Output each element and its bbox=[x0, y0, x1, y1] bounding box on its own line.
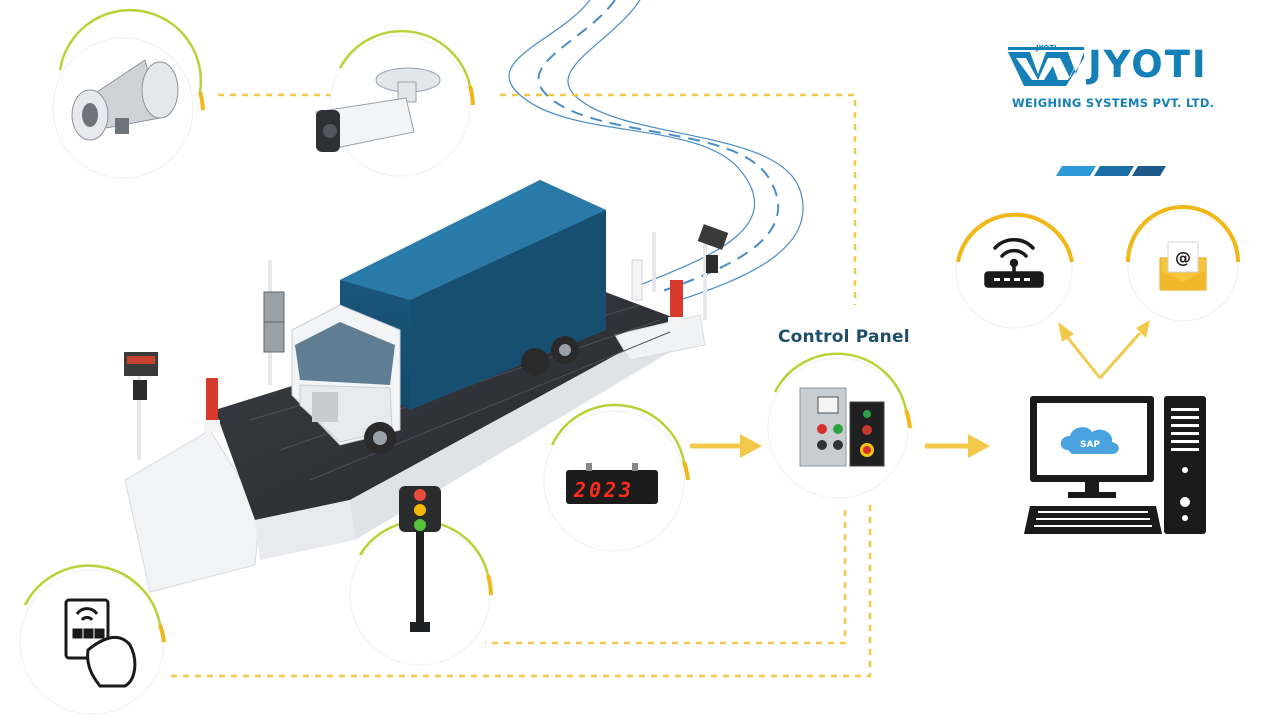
rfid-node bbox=[19, 564, 166, 715]
email-node: @ bbox=[1126, 205, 1240, 322]
router-node bbox=[955, 211, 1074, 329]
sap-label: SAP bbox=[1080, 440, 1100, 450]
company-subtitle: WEIGHING SYSTEMS PVT. LTD. bbox=[1012, 96, 1215, 110]
loudspeaker-icon bbox=[71, 59, 179, 141]
connector-lines bbox=[168, 93, 872, 678]
control-panel-label: Control Panel bbox=[778, 327, 910, 347]
email-icon: @ bbox=[1159, 241, 1207, 291]
computer-icon bbox=[1024, 396, 1206, 534]
cctv-camera-icon bbox=[315, 67, 441, 152]
truck-icon bbox=[291, 180, 606, 454]
traffic-light-icon bbox=[399, 486, 441, 632]
road-illustration bbox=[508, 0, 804, 301]
camera-node bbox=[315, 29, 475, 177]
svg-text:@: @ bbox=[1175, 248, 1191, 267]
hooter-node bbox=[52, 8, 205, 179]
control-panel-node bbox=[767, 352, 912, 499]
logo-mini-text: JYOTI bbox=[1036, 44, 1057, 52]
rfid-card-icon bbox=[64, 598, 137, 688]
led-display-icon bbox=[566, 463, 658, 504]
jyoti-logo-mark bbox=[1008, 47, 1084, 86]
control-panel-icon bbox=[799, 387, 885, 467]
company-name: JYOTI bbox=[1088, 43, 1208, 86]
traffic-light-node bbox=[349, 486, 493, 666]
decorative-stripes bbox=[1056, 166, 1166, 176]
led-display-value: 2023 bbox=[574, 478, 635, 502]
led-display-node bbox=[543, 403, 690, 552]
flow-arrows bbox=[690, 320, 1150, 458]
